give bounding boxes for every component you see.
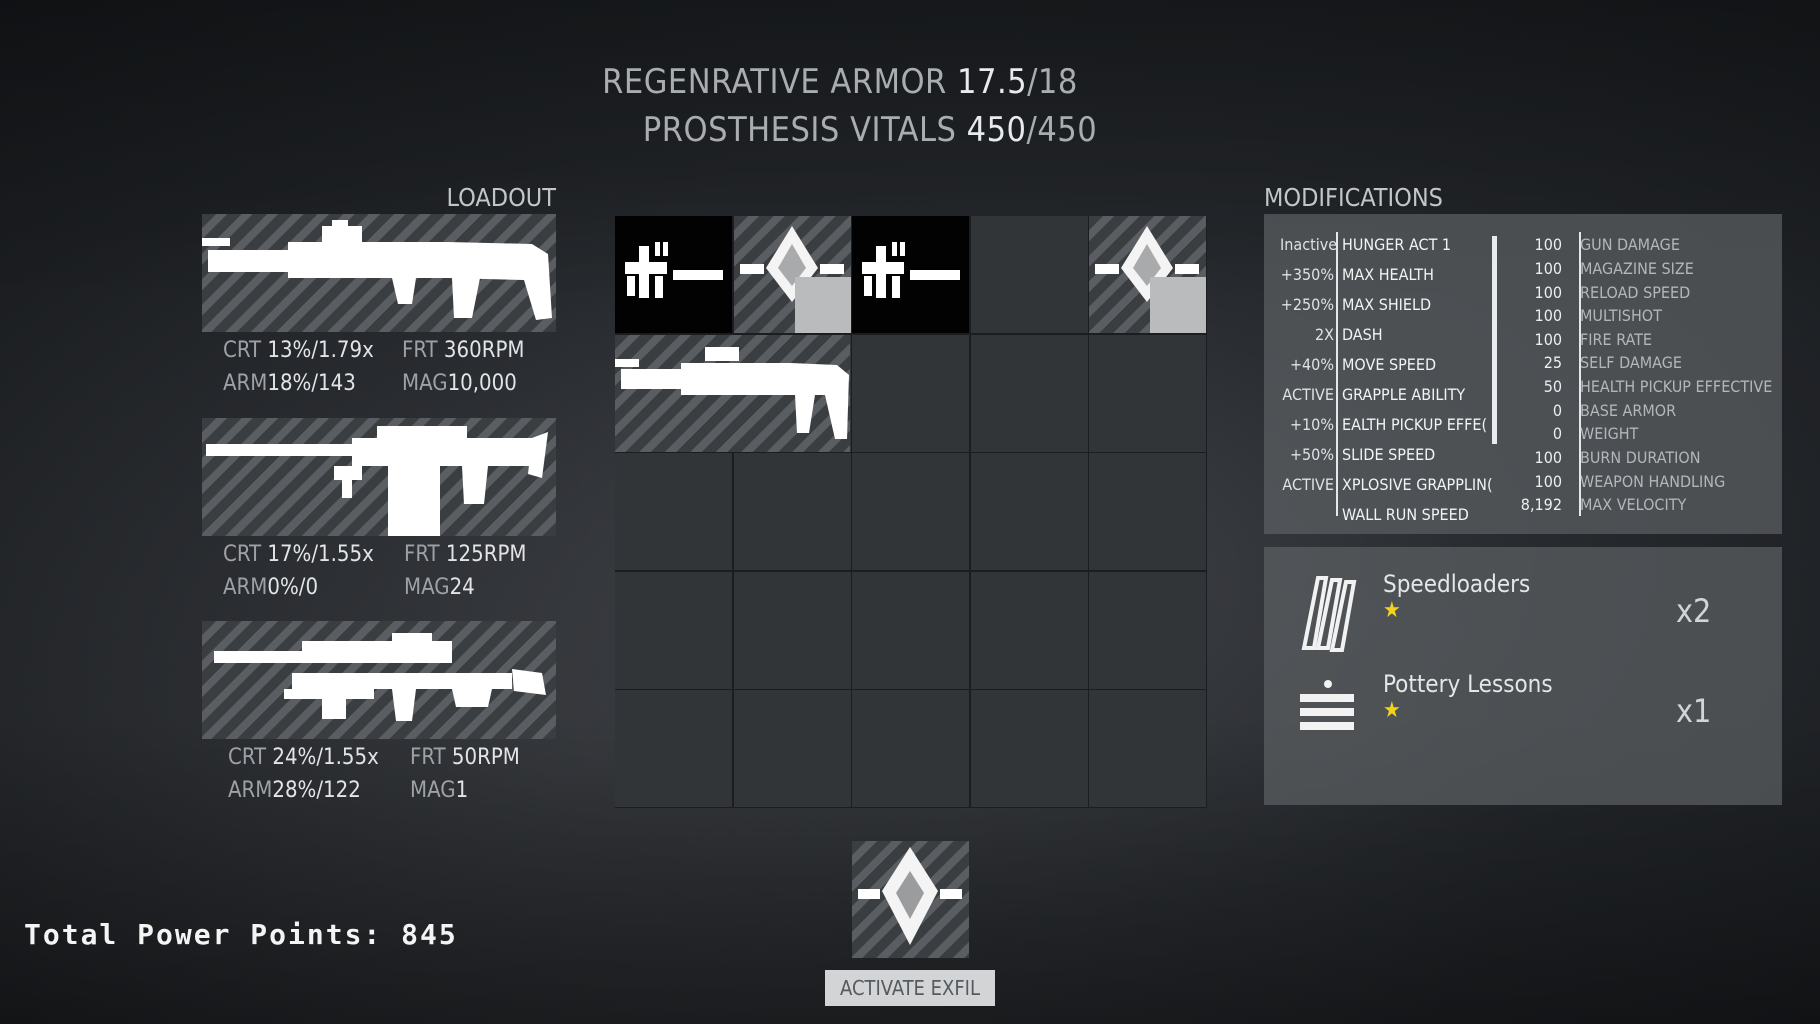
mod-row[interactable]: +250%MAX SHIELD [1280, 295, 1432, 314]
weapon-3-crt: CRT 24%/1.55x [228, 745, 379, 770]
weapon-slot-1[interactable] [202, 214, 556, 332]
weapon-3-frt: FRT 50RPM [410, 745, 520, 770]
activate-exfil-button[interactable]: ACTIVATE EXFIL [825, 970, 995, 1006]
armor-value: 17.5 [957, 62, 1028, 102]
grid-cell-empty[interactable] [852, 690, 969, 807]
weapon-2-arm: ARM0%/0 [223, 575, 319, 600]
grid-cell-module-2[interactable] [1089, 216, 1206, 333]
prosthesis-vitals-readout: PROSTHESIS VITALS 450/450 [590, 110, 1150, 150]
mod-row[interactable]: +10%EALTH PICKUP EFFE( [1289, 415, 1488, 434]
grid-cell-glyph-2[interactable] [852, 216, 969, 333]
grid-cell-empty[interactable] [615, 571, 732, 689]
bo-glyph-icon [625, 242, 723, 298]
loadout-title: LOADOUT [446, 183, 557, 212]
grid-cell-empty[interactable] [1089, 571, 1206, 689]
weapon-3-arm: ARM28%/122 [228, 778, 361, 803]
grid-cell-empty[interactable] [733, 690, 851, 807]
grid-cell-empty[interactable] [970, 216, 1088, 333]
weapon-2-crt: CRT 17%/1.55x [223, 542, 374, 567]
grid-cell-module-1[interactable] [733, 216, 851, 333]
grid-cell-empty[interactable] [1089, 334, 1206, 452]
weapon-2-frt: FRT 125RPM [404, 542, 527, 567]
grid-cell-empty[interactable] [970, 453, 1088, 570]
mods-scrollbar[interactable] [1492, 236, 1497, 444]
item-pottery-name: Pottery Lessons [1383, 670, 1553, 698]
grid-cell-empty[interactable] [852, 571, 969, 689]
module-overlay-square [1150, 277, 1206, 333]
grid-cell-empty[interactable] [615, 453, 732, 570]
grid-cell-empty[interactable] [970, 571, 1088, 689]
item-speedloaders-count: x2 [1676, 592, 1712, 630]
weapon-2-mag: MAG24 [404, 575, 475, 600]
weapon-slot-2[interactable] [202, 418, 556, 536]
items-panel [1264, 547, 1782, 805]
modifications-title: MODIFICATIONS [1264, 183, 1443, 212]
speedloader-icon [1301, 576, 1357, 652]
stats-divider [1579, 232, 1581, 516]
bullets-icon [1300, 680, 1354, 730]
grid-cell-empty[interactable] [970, 690, 1088, 807]
grid-cell-empty[interactable] [733, 453, 851, 570]
assault-rifle-icon [615, 347, 849, 439]
mods-divider [1336, 232, 1338, 516]
bo-glyph-icon [862, 242, 960, 298]
exfil-module[interactable] [852, 841, 969, 958]
item-speedloaders-name: Speedloaders [1383, 570, 1531, 598]
mod-row[interactable]: WALL RUN SPEED [1342, 505, 1469, 524]
armor-label: REGENRATIVE ARMOR [602, 62, 947, 102]
inventory-grid [615, 216, 1207, 808]
vitals-value: 450 [966, 110, 1027, 150]
heavy-rifle-icon [206, 426, 548, 536]
assault-rifle-icon [202, 220, 552, 320]
star-icon: ★ [1383, 698, 1401, 723]
item-pottery-count: x1 [1676, 692, 1712, 730]
grid-cell-empty[interactable] [733, 571, 851, 689]
mod-row[interactable]: +40%MOVE SPEED [1289, 355, 1437, 374]
total-power-points: Total Power Points: 845 [24, 918, 458, 951]
grid-cell-glyph-1[interactable] [615, 216, 732, 333]
mod-row[interactable]: +350%MAX HEALTH [1280, 265, 1434, 284]
grid-cell-empty[interactable] [970, 334, 1088, 452]
mod-row[interactable]: +50%SLIDE SPEED [1289, 445, 1436, 464]
vitals-max: /450 [1026, 110, 1098, 150]
grid-cell-empty[interactable] [615, 690, 732, 807]
vitals-label: PROSTHESIS VITALS [642, 110, 957, 150]
star-icon: ★ [1383, 598, 1401, 623]
grid-cell-empty[interactable] [852, 334, 969, 452]
power-label: Total Power Points: [24, 918, 383, 951]
grid-cell-empty[interactable] [1089, 453, 1206, 570]
module-overlay-square [794, 277, 851, 333]
weapon-3-mag: MAG1 [410, 778, 469, 803]
weapon-1-arm: ARM18%/143 [223, 371, 356, 396]
power-value: 845 [401, 918, 458, 951]
diamond-module-icon [858, 847, 962, 945]
grid-weapon-item[interactable] [615, 335, 850, 452]
grid-cell-empty[interactable] [1089, 690, 1206, 807]
regenerative-armor-readout: REGENRATIVE ARMOR 17.5/18 [560, 62, 1120, 102]
sniper-launcher-icon [214, 633, 546, 721]
weapon-slot-3[interactable] [202, 621, 556, 739]
weapon-1-crt: CRT 13%/1.79x [223, 338, 374, 363]
armor-max: /18 [1027, 62, 1078, 102]
grid-cell-empty[interactable] [852, 453, 969, 570]
weapon-1-mag: MAG10,000 [402, 371, 517, 396]
weapon-1-frt: FRT 360RPM [402, 338, 525, 363]
